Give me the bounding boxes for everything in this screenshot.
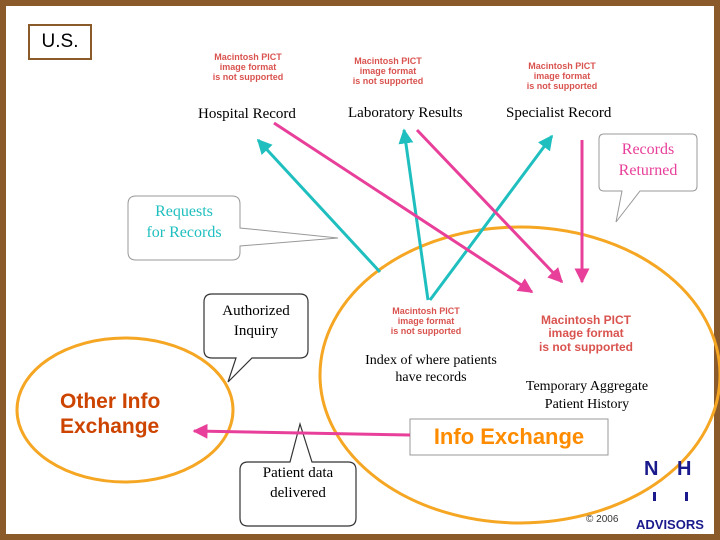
logo-tick-h	[685, 492, 688, 501]
info-exchange-box	[409, 418, 609, 456]
copyright-text: © 2006	[586, 514, 619, 525]
teal-arrow-hospital	[256, 138, 382, 274]
teal-arrow-specialist	[428, 134, 554, 301]
laboratory-results-label: Laboratory Results	[348, 105, 463, 121]
authorized-inquiry-callout	[203, 293, 309, 383]
patient-data-callout	[239, 421, 357, 527]
hospital-record-label: Hospital Record	[198, 106, 296, 122]
info-exchange-label: Info Exchange	[433, 424, 585, 449]
logo-letter-n: N	[644, 458, 659, 480]
magenta-arrow-other-exchange	[192, 423, 411, 439]
logo-letter-h: H	[677, 458, 692, 480]
magenta-arrow-lab-index	[415, 128, 564, 284]
logo-name: ADVISORS	[636, 517, 704, 532]
logo-tick-n	[653, 492, 656, 501]
other-exchange-ellipse	[15, 336, 235, 484]
requests-callout	[127, 195, 339, 261]
records-returned-callout	[598, 133, 698, 223]
magenta-arrow-hospital-index	[273, 121, 534, 294]
country-label: U.S.	[28, 24, 92, 60]
info-exchange-ellipse	[318, 225, 720, 525]
specialist-record-label: Specialist Record	[506, 105, 612, 121]
